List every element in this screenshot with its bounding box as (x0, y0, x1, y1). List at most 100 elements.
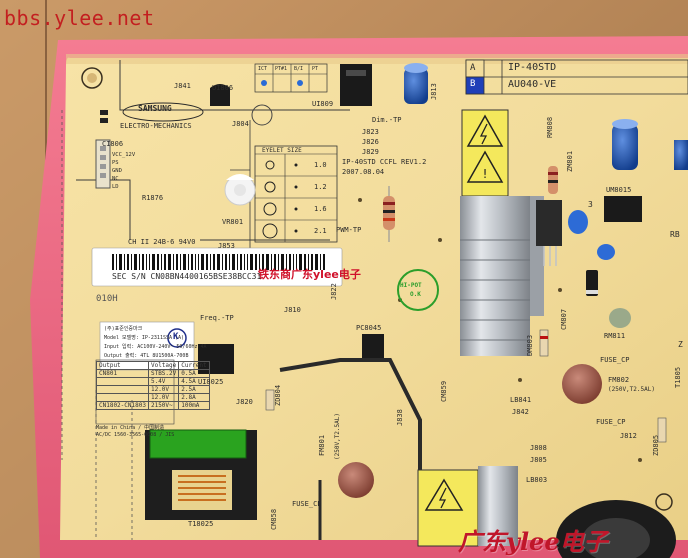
ict-header-4: PT (312, 66, 319, 72)
spec-row: 12.0V 2.8A (96, 393, 210, 402)
spec-row: 5.4V 4.5A (96, 377, 210, 386)
fm801-label: FM801 (318, 434, 326, 456)
spec-cell (96, 393, 149, 402)
spec-cell: 100mA (178, 401, 210, 410)
spec-row: 12.0V 2.5A (96, 385, 210, 394)
ref-j810: J810 (284, 306, 301, 314)
sticker-model: Model 모델명: IP-2311SSA (A) (104, 335, 185, 341)
ict-header-1: ICT (258, 66, 268, 72)
ref-j813: J813 (430, 83, 438, 100)
ref-lb841: LB841 (510, 396, 532, 404)
eyelet-size-2: 1.2 (314, 183, 327, 191)
spec-header-voltage: Voltage (147, 361, 180, 370)
chip-ui809: UI809 (312, 100, 334, 108)
spec-cell: 2.8A (178, 393, 210, 402)
fm802-rating: (250V,T2.5AL) (608, 386, 655, 393)
spec-header-output: Output (96, 361, 149, 370)
made-in-2: AC/DC 1560-3565-0008 / JIS (96, 432, 175, 438)
barcode (112, 254, 325, 270)
ref-ui806: UI806 (212, 84, 234, 92)
ref-j822: J822 (330, 283, 338, 300)
spec-cell: 5.4V (147, 377, 180, 386)
ref-zm801: ZM801 (566, 150, 574, 172)
lot-code: 010H (96, 294, 118, 304)
freq-testpoint: Freq.-TP (200, 314, 234, 322)
ref-j820: J820 (236, 398, 253, 406)
spec-cell: 12.0V (147, 393, 180, 402)
model-b: AU040-VE (508, 79, 557, 90)
ref-cm859: CM859 (440, 380, 448, 402)
dim-testpoint: Dim.-TP (372, 116, 402, 124)
pin-nc: NC (112, 176, 119, 182)
svg-text:!: ! (483, 167, 488, 181)
watermark-bottom: 广东ylee电子 (458, 527, 608, 556)
ref-j841: J841 (174, 82, 191, 90)
ict-header-3: B/I (294, 66, 304, 72)
spec-row: CN1802-CN1803 2150V~ 100mA (96, 401, 210, 410)
spec-cell: 2.5A (178, 385, 210, 394)
ref-zd804: ZD804 (274, 384, 282, 406)
ref-cm858: CM858 (270, 508, 278, 530)
ref-j853: J853 (218, 242, 235, 250)
watermark-middle: 铁东商广东ylee电子 (258, 268, 361, 281)
ref-t18025: T18025 (188, 520, 214, 528)
eyelet-title: EYELET SIZE (262, 147, 302, 154)
chip-pc8045: PC8045 (356, 324, 382, 332)
revision-line-2: 2007.08.04 (342, 168, 385, 176)
output-spec-table: Output Voltage Current CN801 STBS.2V 0.5… (96, 361, 210, 410)
ref-j842: J842 (512, 408, 529, 416)
vendor-subtitle: ELECTRO-MECHANICS (120, 122, 192, 130)
ref-rm811: RM811 (604, 332, 626, 340)
eyelet-size-1: 1.0 (314, 161, 327, 169)
flammability-rating: CH II 24B-6 94V0 (128, 238, 196, 246)
spec-header-row: Output Voltage Current (96, 361, 210, 370)
pin-ld: LD (112, 184, 119, 190)
made-in: Made in China / 中国制造 (96, 425, 165, 431)
fm801-rating: (250V,T2.5AL) (334, 413, 341, 460)
spec-cell: CN801 (96, 369, 149, 378)
vendor-logo: SAMSUNG (138, 104, 172, 113)
spec-header-current: Current (178, 361, 210, 370)
watermark-top: bbs.ylee.net (4, 6, 155, 30)
model-row-a-label: A (470, 63, 476, 73)
ref-vr801: VR801 (222, 218, 244, 226)
ict-header-2: PT#1 (275, 66, 288, 72)
ref-lb803: LB803 (526, 476, 548, 484)
chip-um8015: UM8015 (606, 186, 632, 194)
pwm-testpoint: PWM-TP (336, 226, 362, 234)
chip-ui8025: UI8025 (198, 378, 224, 386)
ref-j823: J823 (362, 128, 379, 136)
ref-dm803: DM803 (526, 334, 534, 356)
ref-j805: J805 (530, 456, 547, 464)
fuse-label-1: FUSE_CP (600, 356, 630, 364)
spec-cell: STBS.2V (147, 369, 180, 378)
pin-ps: PS (112, 160, 119, 166)
spec-cell: 2150V~ (147, 401, 180, 410)
edge-mark-3: 3 (588, 200, 593, 209)
fm802-label: FM802 (608, 376, 630, 384)
sticker-input: Input 입력: AC100V-240V~ 50/60Hz 4A (104, 344, 207, 350)
fuse-label-3: FUSE_CP (292, 500, 322, 508)
edge-mark-rb: RB (670, 230, 680, 239)
ref-j838: J838 (396, 409, 404, 426)
pin-vcc: VCC_12V (112, 152, 136, 158)
ref-cm807: CM807 (560, 308, 568, 330)
spec-cell: CN1802-CN1803 (96, 401, 149, 410)
spec-cell (96, 385, 149, 394)
serial-number: SEC S/N CN08BN4400165BSE38BCC31 (112, 272, 262, 281)
revision-line-1: IP-40STD CCFL REV1.2 (342, 158, 427, 166)
hipot-stamp: HI-POT (400, 282, 422, 289)
fuse-label-2: FUSE_CP (596, 418, 626, 426)
ref-r1876: R1876 (142, 194, 164, 202)
cert-k-logo: K (173, 332, 179, 342)
ref-ci806: CI806 (102, 140, 124, 148)
ref-t1805: T1805 (674, 366, 682, 388)
ref-rm808: RM808 (546, 116, 554, 138)
ref-zd805: ZD805 (652, 434, 660, 456)
pin-gnd: GND (112, 168, 122, 174)
ref-j804: J804 (232, 120, 249, 128)
sticker-output: Output 출력: 4TL 8U1500A-700B (104, 353, 189, 359)
model-row-b-label: B (470, 79, 476, 89)
